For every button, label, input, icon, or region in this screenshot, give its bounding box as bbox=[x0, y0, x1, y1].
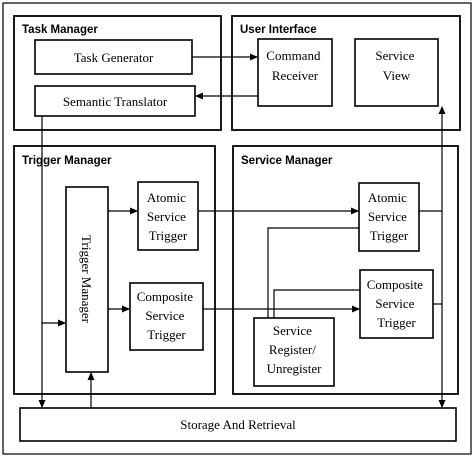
semantic-translator-label: Semantic Translator bbox=[63, 94, 168, 109]
tm-composite-service-trigger-label: Composite Service Trigger bbox=[137, 289, 197, 342]
trigger-manager-bar bbox=[65, 186, 109, 373]
tm-composite-service-trigger-box bbox=[129, 282, 204, 351]
task-generator-box bbox=[34, 39, 193, 75]
sm-atomic-service-trigger-box bbox=[358, 182, 420, 252]
trigger-manager-title: Trigger Manager bbox=[22, 155, 112, 167]
service-register-box bbox=[253, 317, 335, 387]
line-register-to-composite bbox=[273, 289, 360, 318]
command-receiver-box bbox=[257, 38, 333, 107]
command-receiver-label: Command Receiver bbox=[266, 48, 323, 83]
storage-retrieval-box bbox=[19, 407, 457, 442]
user-interface-title: User Interface bbox=[240, 24, 317, 36]
service-register-label: Service Register/ Unregister bbox=[267, 323, 323, 376]
tm-atomic-service-trigger-label: Atomic Service Trigger bbox=[147, 190, 189, 243]
storage-retrieval-label: Storage And Retrieval bbox=[180, 417, 296, 432]
service-view-box bbox=[354, 38, 439, 107]
line-register-to-atomic bbox=[267, 227, 359, 318]
service-view-label: Service View bbox=[375, 48, 417, 83]
sm-atomic-service-trigger-label: Atomic Service Trigger bbox=[368, 190, 410, 243]
service-manager-title: Service Manager bbox=[241, 155, 333, 167]
trigger-manager-bar-label: Trigger Manager bbox=[79, 235, 94, 324]
task-manager-title: Task Manager bbox=[22, 24, 98, 36]
task-generator-label: Task Generator bbox=[74, 50, 154, 65]
sm-composite-service-trigger-box bbox=[359, 269, 434, 339]
tm-atomic-service-trigger-box bbox=[137, 181, 199, 251]
semantic-translator-box bbox=[34, 85, 196, 117]
sm-composite-service-trigger-label: Composite Service Trigger bbox=[367, 277, 427, 330]
